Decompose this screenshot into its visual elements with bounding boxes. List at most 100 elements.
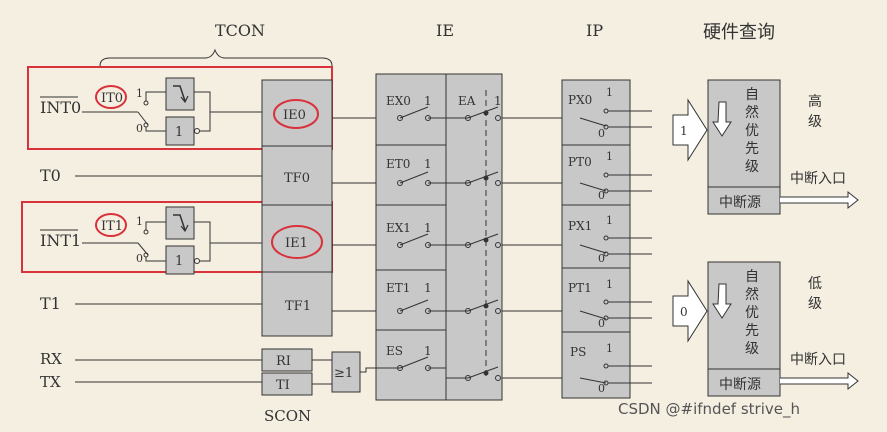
rx-input-label: RX — [40, 350, 62, 368]
high-priority-down-arrow — [712, 101, 732, 137]
it1-circle — [95, 213, 127, 237]
low-interrupt-entry: 中断入口 — [790, 352, 846, 368]
svg-text:1: 1 — [606, 342, 613, 355]
svg-text:1: 1 — [136, 87, 143, 100]
tf0-flag: TF0 — [284, 171, 310, 186]
it0-label: IT0 — [101, 91, 123, 106]
svg-text:0: 0 — [598, 317, 605, 330]
low-interrupt-source: 中断源 — [719, 377, 761, 393]
ip-bit-pt0: PT0 — [568, 155, 592, 169]
svg-text:0: 0 — [136, 122, 143, 135]
svg-text:1: 1 — [136, 215, 143, 228]
level-trigger-block-1 — [165, 245, 195, 275]
ie-bit-ex0: EX0 — [386, 94, 411, 108]
high-priority-queue — [707, 79, 781, 215]
ie1-circle — [271, 225, 323, 259]
tx-input-label: TX — [40, 373, 61, 391]
svg-text:1: 1 — [606, 150, 613, 163]
high-level-label-1: 高 — [808, 93, 822, 110]
low-priority-queue — [707, 261, 781, 397]
ip-bit-px1: PX1 — [568, 219, 592, 233]
svg-text:级: 级 — [745, 159, 759, 175]
or-gate — [331, 351, 361, 393]
low-level-label-2: 级 — [808, 296, 822, 312]
ie0-circle — [273, 99, 319, 129]
ie-switch-row-3 — [397, 233, 501, 248]
hw-query-header: 硬件查询 — [703, 22, 775, 43]
it1-switch — [137, 242, 149, 256]
svg-text:然: 然 — [745, 286, 759, 303]
ie-bit-et1: ET1 — [386, 281, 410, 295]
ip-register — [561, 79, 631, 399]
svg-text:0: 0 — [598, 252, 605, 265]
svg-text:0: 0 — [598, 189, 605, 202]
ip-header: IP — [586, 21, 603, 40]
svg-text:1: 1 — [424, 221, 432, 235]
svg-text:1: 1 — [494, 94, 502, 108]
ip-switch-row-2: 1 0 — [579, 150, 652, 202]
edge-trigger-block-1 — [165, 206, 195, 240]
high-priority-chars: 自 然 优 先 级 — [745, 87, 759, 175]
ip-bit-px0: PX0 — [568, 93, 592, 107]
ie-switch-row-4 — [397, 299, 501, 314]
low-priority-chars: 自 然 优 先 级 — [745, 269, 759, 357]
svg-text:1: 1 — [424, 281, 432, 295]
int0-input-label: INT0 — [40, 98, 81, 117]
low-level-label-1: 低 — [808, 276, 822, 292]
t1-input-label: T1 — [40, 294, 61, 313]
int1-input-label: INT1 — [40, 231, 81, 250]
tcon-brace — [99, 48, 333, 67]
high-entry-arrow — [780, 190, 859, 210]
it1-label: IT1 — [101, 219, 123, 234]
tcon-header: TCON — [215, 21, 265, 40]
ti-flag: TI — [276, 378, 290, 393]
svg-text:0: 0 — [136, 252, 143, 265]
ie-switch-row-2 — [397, 171, 501, 186]
svg-text:1: 1 — [424, 157, 432, 171]
low-priority-input: 0 — [680, 305, 688, 319]
svg-text:1: 1 — [424, 344, 432, 358]
low-priority-down-arrow — [712, 283, 732, 319]
ie-header: IE — [436, 21, 454, 40]
edge-trigger-block-0 — [165, 77, 195, 111]
ie-bit-et0: ET0 — [386, 157, 410, 171]
ie-switch-row-1 — [397, 106, 501, 121]
tcon-flag-register — [261, 79, 333, 337]
or-gate-label: ≥1 — [334, 366, 353, 381]
ip-switch-row-1: 1 0 — [579, 86, 652, 140]
high-interrupt-entry: 中断入口 — [790, 171, 846, 187]
svg-text:1: 1 — [424, 94, 432, 108]
low-entry-arrow — [780, 371, 859, 391]
ie0-flag: IE0 — [283, 108, 306, 123]
ie1-flag: IE1 — [285, 236, 308, 251]
low-priority-input-arrow — [672, 279, 708, 343]
svg-text:自: 自 — [745, 269, 759, 285]
high-interrupt-source: 中断源 — [719, 195, 761, 211]
svg-text:0: 0 — [598, 127, 605, 140]
level-trigger-block-0 — [165, 116, 195, 146]
svg-text:0: 0 — [598, 382, 605, 395]
ip-bit-pt1: PT1 — [568, 281, 592, 295]
svg-text:1: 1 — [606, 86, 613, 99]
svg-text:优: 优 — [745, 123, 759, 139]
svg-text:1: 1 — [175, 254, 183, 269]
high-priority-input-arrow — [672, 98, 708, 162]
watermark: CSDN @#ifndef strive_h — [618, 400, 800, 419]
svg-text:自: 自 — [745, 87, 759, 103]
t0-input-label: T0 — [40, 166, 61, 185]
svg-text:1: 1 — [606, 278, 613, 291]
high-level-label-2: 级 — [808, 114, 822, 130]
ip-switch-row-4: 1 0 — [579, 278, 652, 330]
svg-text:1: 1 — [606, 214, 613, 227]
it0-switch — [137, 111, 149, 126]
high-priority-input: 1 — [680, 124, 688, 138]
svg-text:级: 级 — [745, 341, 759, 357]
ie-bit-ex1: EX1 — [386, 221, 411, 235]
ie-bit-es: ES — [386, 344, 403, 358]
svg-text:先: 先 — [745, 141, 759, 157]
ri-flag: RI — [276, 354, 291, 369]
it0-circle — [95, 85, 127, 109]
ip-switch-row-5: 1 0 — [579, 342, 652, 395]
